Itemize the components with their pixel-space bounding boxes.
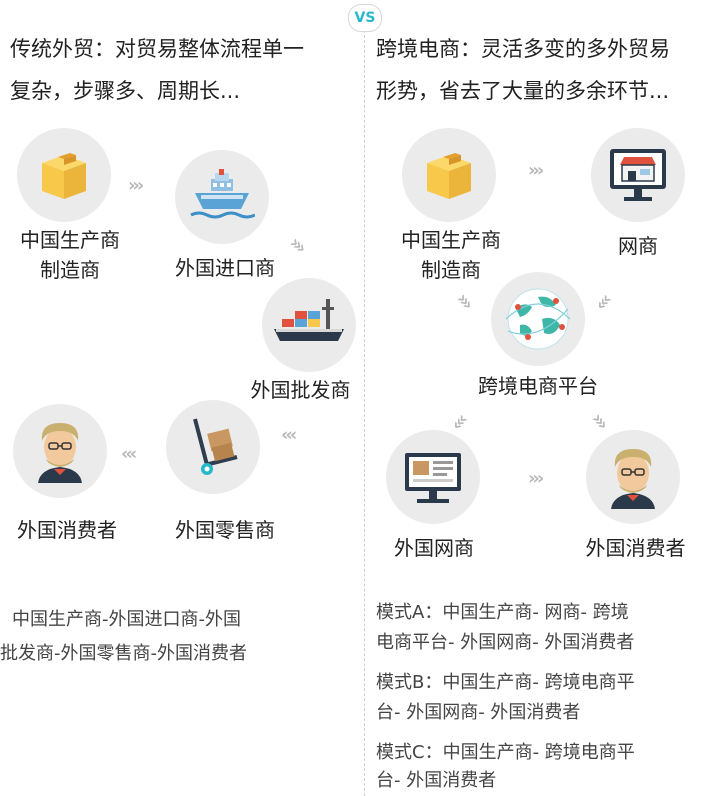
- arrow-right-icon: ›››: [528, 160, 544, 181]
- cb-producer-label-line1: 中国生产商: [401, 228, 501, 252]
- trad-consumer-node: [13, 404, 107, 498]
- mode-c-line2: 台- 外国消费者: [376, 770, 497, 791]
- cb-platform-node: [491, 272, 585, 366]
- arrow-down-left-icon: ›››: [592, 289, 618, 314]
- vs-badge: VS: [348, 4, 382, 32]
- cb-platform-label: 跨境电商平台: [478, 374, 598, 398]
- trad-importer-label: 外国进口商: [175, 256, 275, 280]
- cb-foreign-merchant-label: 外国网商: [394, 536, 474, 560]
- box-icon: [427, 153, 471, 199]
- cb-producer-label-line2: 制造商: [421, 258, 481, 282]
- trad-producer-node: [17, 128, 111, 222]
- arrow-right-icon: ›››: [128, 175, 144, 196]
- traditional-heading-line2: 复杂，步骤多、周期长...: [10, 79, 241, 103]
- cb-foreign-merchant-node: [386, 430, 480, 524]
- trad-retailer-node: [166, 400, 260, 494]
- arrow-left-icon: ›››: [124, 444, 138, 465]
- storefront-monitor-icon: [610, 149, 666, 201]
- globe-network-icon: [505, 288, 571, 350]
- mode-b-line1: 模式B：中国生产商- 跨境电商平: [376, 672, 635, 693]
- trad-wholesaler-node: [262, 278, 356, 372]
- box-icon: [42, 153, 86, 199]
- cb-online-merchant-label: 网商: [618, 234, 658, 258]
- arrow-down-left-icon: ›››: [448, 409, 474, 434]
- crossborder-heading-line1: 跨境电商：灵活多变的多外贸易: [376, 37, 670, 61]
- crossborder-heading-line2: 形势，省去了大量的多余环节...: [376, 79, 670, 103]
- mode-b-line2: 台- 外国网商- 外国消费者: [376, 702, 581, 723]
- consumer-avatar-icon: [611, 449, 655, 509]
- ship-icon: [190, 169, 255, 219]
- trad-chain-line1: 中国生产商-外国进口商-外国: [12, 609, 241, 630]
- computer-icon: [405, 453, 461, 503]
- cb-consumer-label: 外国消费者: [585, 536, 686, 560]
- arrow-down-right-icon: ›››: [285, 232, 309, 257]
- trad-producer-label-line1: 中国生产商: [20, 228, 120, 252]
- mode-a-line1: 模式A：中国生产商- 网商- 跨境: [376, 602, 629, 623]
- cb-producer-node: [402, 128, 496, 222]
- trad-wholesaler-label: 外国批发商: [250, 378, 351, 402]
- trad-importer-node: [175, 150, 269, 244]
- traditional-heading-line1: 传统外贸：对贸易整体流程单一: [10, 37, 304, 61]
- arrow-down-right-icon: ›››: [451, 288, 477, 313]
- mode-a-line2: 电商平台- 外国网商- 外国消费者: [376, 632, 635, 653]
- center-divider: [364, 30, 365, 796]
- arrow-left-icon: ›››: [284, 425, 298, 446]
- trad-consumer-label: 外国消费者: [17, 518, 117, 542]
- arrow-right-icon: ›››: [528, 468, 544, 489]
- consumer-avatar-icon: [38, 423, 82, 483]
- mode-c-line1: 模式C：中国生产商- 跨境电商平: [376, 742, 635, 763]
- hand-truck-icon: [193, 418, 238, 475]
- cargo-ship-icon: [274, 299, 344, 341]
- trad-producer-label-line2: 制造商: [40, 258, 100, 282]
- arrow-down-right-icon: ›››: [586, 408, 612, 433]
- cb-consumer-node: [586, 430, 680, 524]
- trad-retailer-label: 外国零售商: [175, 518, 275, 542]
- cb-online-merchant-node: [591, 128, 685, 222]
- trad-chain-line2: 批发商-外国零售商-外国消费者: [0, 643, 247, 664]
